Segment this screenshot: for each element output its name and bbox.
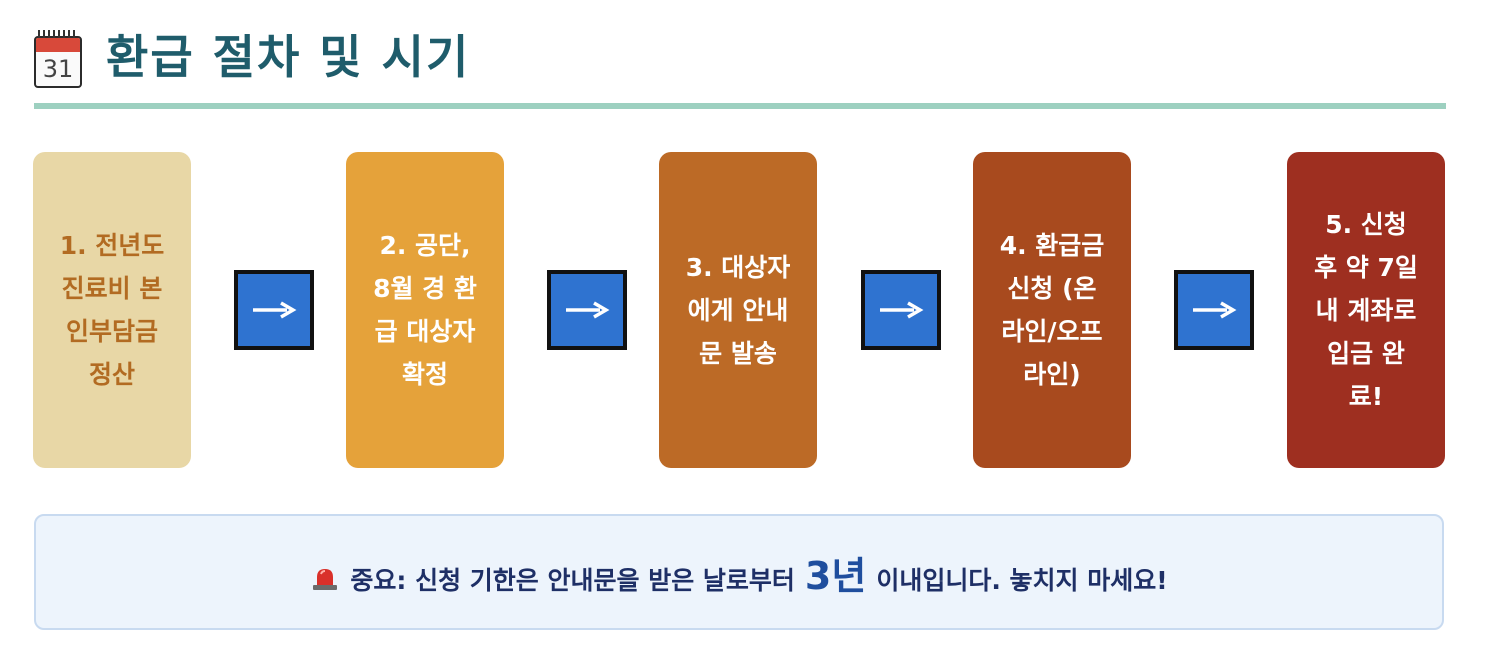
title-divider <box>34 103 1446 109</box>
step-card-2: 2. 공단, 8월 경 환급 대상자 확정 <box>346 152 504 468</box>
calendar-frame: 31 <box>34 36 82 88</box>
calendar-rings <box>38 30 78 38</box>
step-label: 4. 환급금 신청 (온라인/오프라인) <box>999 231 1105 389</box>
notice-text: 중요: 신청 기한은 안내문을 받은 날로부터 3년 이내입니다. 놓치지 마세… <box>310 545 1168 600</box>
siren-icon <box>313 568 338 590</box>
notice-box: 중요: 신청 기한은 안내문을 받은 날로부터 3년 이내입니다. 놓치지 마세… <box>34 514 1444 630</box>
right-arrow-icon <box>880 301 924 319</box>
step-card-1: 1. 전년도 진료비 본인부담금 정산 <box>33 152 191 468</box>
page-title: 환급 절차 및 시기 <box>106 30 471 84</box>
notice-text-after: 이내입니다. 놓치지 마세요! <box>876 565 1168 595</box>
step-card-4: 4. 환급금 신청 (온라인/오프라인) <box>973 152 1131 468</box>
notice-text-before: 중요: 신청 기한은 안내문을 받은 날로부터 <box>350 565 795 595</box>
header: 31 환급 절차 및 시기 <box>34 22 1446 92</box>
calendar-number: 31 <box>42 55 74 83</box>
step-card-3: 3. 대상자에게 안내문 발송 <box>659 152 817 468</box>
right-arrow-icon <box>566 301 610 319</box>
step-arrow <box>234 270 314 350</box>
step-arrow <box>1174 270 1254 350</box>
step-label: 3. 대상자에게 안내문 발송 <box>685 252 791 368</box>
right-arrow-icon <box>1193 301 1237 319</box>
step-label: 2. 공단, 8월 경 환급 대상자 확정 <box>373 231 477 389</box>
calendar-icon: 31 <box>34 30 82 88</box>
step-label: 5. 신청 후 약 7일 내 계좌로 입금 완료! <box>1314 209 1418 411</box>
right-arrow-icon <box>253 301 297 319</box>
step-arrow <box>547 270 627 350</box>
calendar-top-band <box>36 38 80 52</box>
step-arrow <box>861 270 941 350</box>
step-card-5: 5. 신청 후 약 7일 내 계좌로 입금 완료! <box>1287 152 1445 468</box>
notice-deadline: 3년 <box>804 553 867 598</box>
step-label: 1. 전년도 진료비 본인부담금 정산 <box>59 231 165 389</box>
